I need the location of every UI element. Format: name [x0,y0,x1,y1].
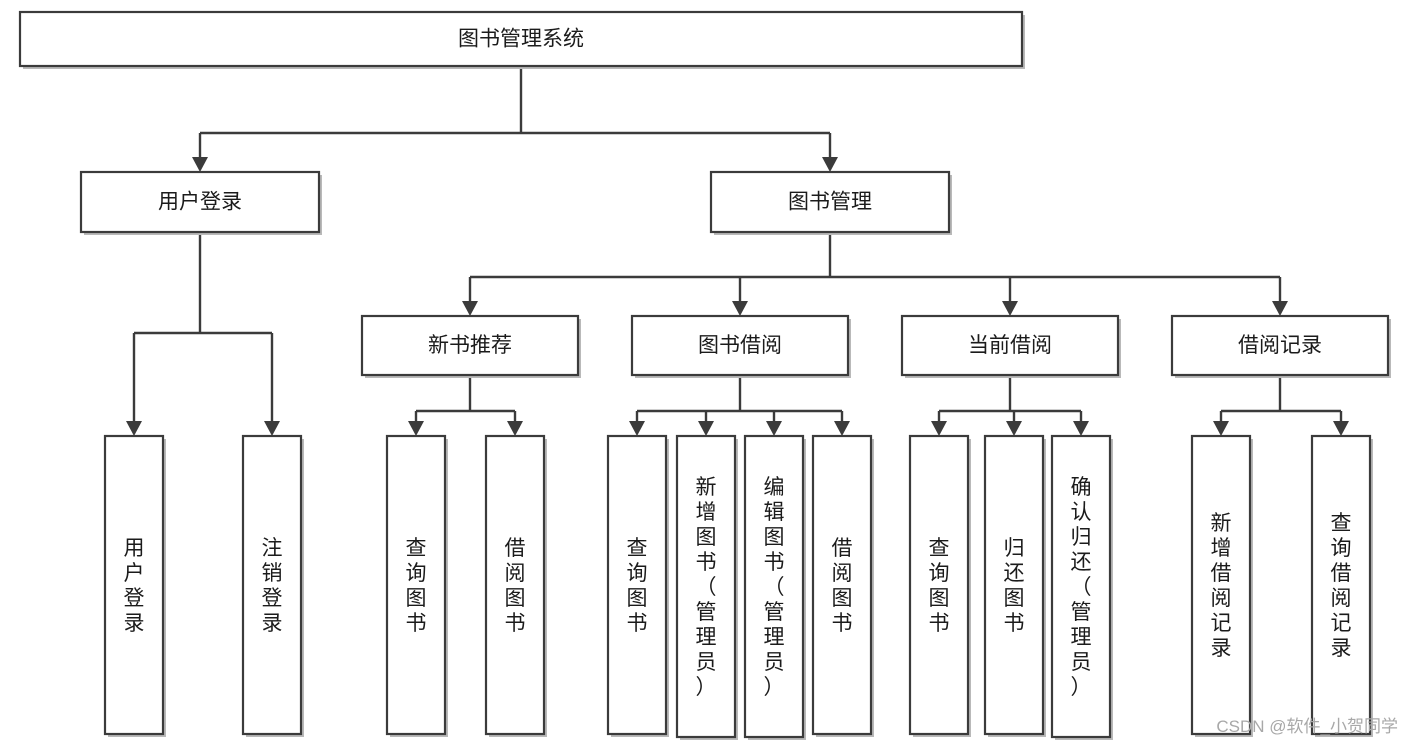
node-label: 查询图书 [929,537,950,635]
arrow-head-icon [834,421,850,436]
node-rect[interactable] [606,434,668,736]
node-rect[interactable] [484,434,546,736]
node-label: 借阅图书 [832,537,853,635]
connector-layer [126,66,1349,436]
csdn-watermark: CSDN @软件_小贺同学 [1216,717,1398,736]
node-label: 用户登录 [158,191,242,214]
node-label: 借阅记录 [1238,334,1322,357]
node-label: 图书管理 [788,191,872,214]
node-label: 确认归还（管理员） [1071,476,1092,699]
arrow-head-icon [766,421,782,436]
node-leaf-leaf-return-book[interactable]: 归还图书 [983,434,1046,737]
arrow-head-icon [507,421,523,436]
node-label: 编辑图书（管理员） [764,476,785,699]
node-leaf-leaf-confirm-return-admin[interactable]: 确认归还（管理员） [1050,434,1113,740]
node-rect[interactable] [360,314,580,377]
node-layer: 图书管理系统用户登录图书管理新书推荐图书借阅当前借阅借阅记录用户登录注销登录查询… [18,10,1391,740]
node-rect[interactable] [1170,314,1390,377]
node-rect[interactable] [900,314,1120,377]
node-rect[interactable] [811,434,873,736]
arrow-head-icon [1073,421,1089,436]
node-level3-book-borrow[interactable]: 图书借阅 [630,314,851,378]
node-label: 图书借阅 [698,334,782,357]
node-rect[interactable] [241,434,303,736]
arrow-head-icon [1002,301,1018,316]
node-level3-borrow-record[interactable]: 借阅记录 [1170,314,1391,378]
node-rect[interactable] [675,434,737,739]
node-level2-user-login[interactable]: 用户登录 [79,170,322,235]
node-leaf-leaf-user-login[interactable]: 用户登录 [103,434,166,737]
arrow-head-icon [1213,421,1229,436]
arrow-head-icon [732,301,748,316]
node-label: 当前借阅 [968,334,1052,357]
node-leaf-leaf-borrow-book-recommend[interactable]: 借阅图书 [484,434,547,737]
node-label: 注销登录 [262,537,283,635]
node-leaf-leaf-logout-login[interactable]: 注销登录 [241,434,304,737]
node-label: 用户登录 [124,537,145,635]
node-root[interactable]: 图书管理系统 [18,10,1025,69]
node-rect[interactable] [1050,434,1112,739]
node-leaf-leaf-add-book-admin[interactable]: 新增图书（管理员） [675,434,738,740]
node-rect[interactable] [630,314,850,377]
node-leaf-leaf-borrow-book[interactable]: 借阅图书 [811,434,874,737]
node-label: 归还图书 [1004,537,1025,635]
node-label: 查询图书 [406,537,427,635]
node-leaf-leaf-add-borrow-record[interactable]: 新增借阅记录 [1190,434,1253,737]
arrow-head-icon [264,421,280,436]
node-rect[interactable] [709,170,951,234]
node-rect[interactable] [103,434,165,736]
node-leaf-leaf-query-book-current[interactable]: 查询图书 [908,434,971,737]
arrow-head-icon [822,157,838,172]
node-rect[interactable] [983,434,1045,736]
node-label: 图书管理系统 [458,28,584,51]
node-label: 借阅图书 [505,537,526,635]
node-leaf-leaf-query-book-recommend[interactable]: 查询图书 [385,434,448,737]
node-rect[interactable] [908,434,970,736]
node-rect[interactable] [1310,434,1372,736]
arrow-head-icon [192,157,208,172]
arrow-head-icon [629,421,645,436]
node-rect[interactable] [385,434,447,736]
arrow-head-icon [931,421,947,436]
node-leaf-leaf-query-book-borrow[interactable]: 查询图书 [606,434,669,737]
node-rect[interactable] [1190,434,1252,736]
node-leaf-leaf-edit-book-admin[interactable]: 编辑图书（管理员） [743,434,806,740]
arrow-head-icon [1333,421,1349,436]
node-label: 查询图书 [627,537,648,635]
arrow-head-icon [462,301,478,316]
arrow-head-icon [698,421,714,436]
node-label: 新书推荐 [428,334,512,357]
arrow-head-icon [126,421,142,436]
arrow-head-icon [1272,301,1288,316]
node-level3-new-book-recommend[interactable]: 新书推荐 [360,314,581,378]
node-rect[interactable] [743,434,805,739]
arrow-head-icon [1006,421,1022,436]
node-level3-current-borrow[interactable]: 当前借阅 [900,314,1121,378]
node-label: 查询借阅记录 [1331,512,1352,660]
node-label: 新增图书（管理员） [696,476,717,699]
node-rect[interactable] [79,170,321,234]
node-leaf-leaf-query-borrow-record[interactable]: 查询借阅记录 [1310,434,1373,737]
arrow-head-icon [408,421,424,436]
node-label: 新增借阅记录 [1211,512,1232,660]
node-rect[interactable] [18,10,1024,68]
node-level2-book-management[interactable]: 图书管理 [709,170,952,235]
